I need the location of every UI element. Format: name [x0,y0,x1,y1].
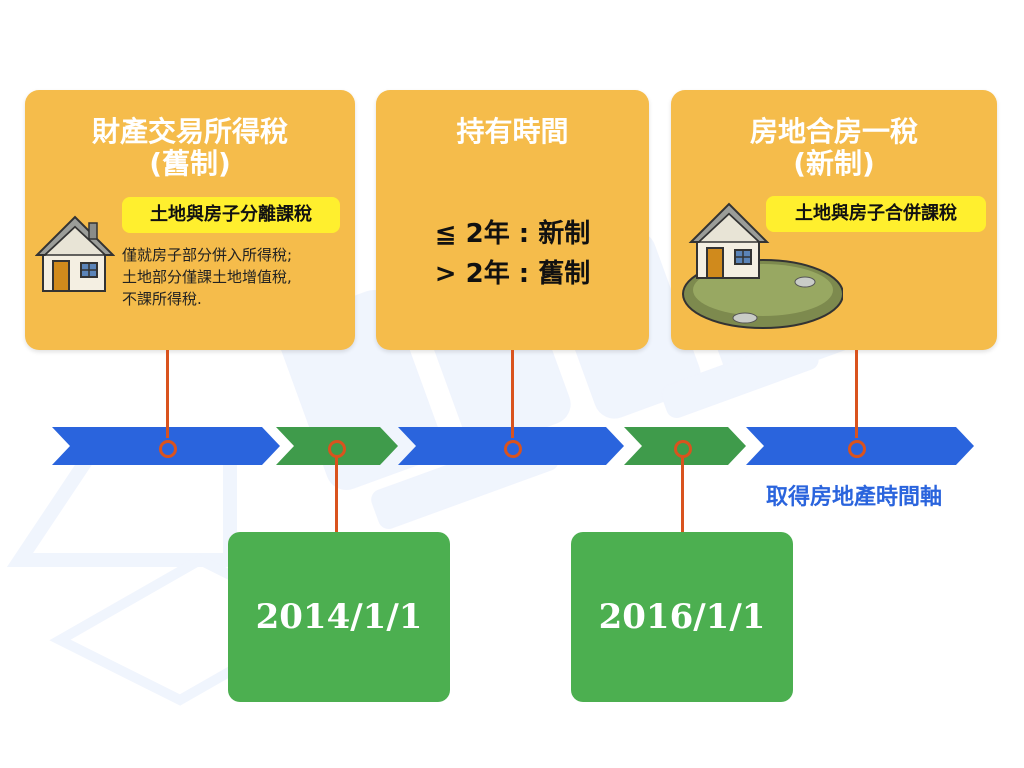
combined-tax-tag: 土地與房子合併課稅 [766,196,986,232]
connector [335,455,338,535]
connector [511,350,514,438]
card-subtitle: (舊制) [149,147,231,180]
card-old-system: 財產交易所得稅 (舊制) 土地與房子分離課稅 僅就房子部分併入所得稅; 土地部分… [25,90,355,350]
desc-line: 僅就房子部分併入所得稅; [122,246,293,264]
axis-label: 取得房地產時間軸 [766,485,943,510]
rule-old-system: > 2年 : 舊制 [434,259,591,289]
separate-tax-tag: 土地與房子分離課稅 [122,197,340,233]
description: 僅就房子部分併入所得稅; 土地部分僅課土地增值稅, 不課所得稅. [122,244,292,310]
card-title: 財產交易所得稅 [91,115,288,148]
timeline-marker [159,440,177,458]
card-title: 房地合房一稅 [749,115,918,148]
house-icon [35,215,115,292]
date-2014: 2014/1/1 [228,532,450,702]
card-subtitle: (新制) [793,147,875,180]
timeline-marker [848,440,866,458]
connector [681,455,684,535]
desc-line: 不課所得稅. [122,290,202,308]
house-with-land-icon [682,202,843,329]
timeline-marker [504,440,522,458]
timeline-marker [328,440,346,458]
connector [166,350,169,438]
connector [855,350,858,438]
date-2016: 2016/1/1 [571,532,793,702]
desc-line: 土地部分僅課土地增值稅, [122,268,292,286]
card-holding-period: 持有時間 ≦ 2年 : 新制 > 2年 : 舊制 [376,90,649,350]
card-new-system: 房地合房一稅 (新制) 土地與房子合併課稅 [671,90,997,350]
rule-new-system: ≦ 2年 : 新制 [434,219,591,249]
card-title: 持有時間 [456,115,569,148]
timeline-marker [674,440,692,458]
